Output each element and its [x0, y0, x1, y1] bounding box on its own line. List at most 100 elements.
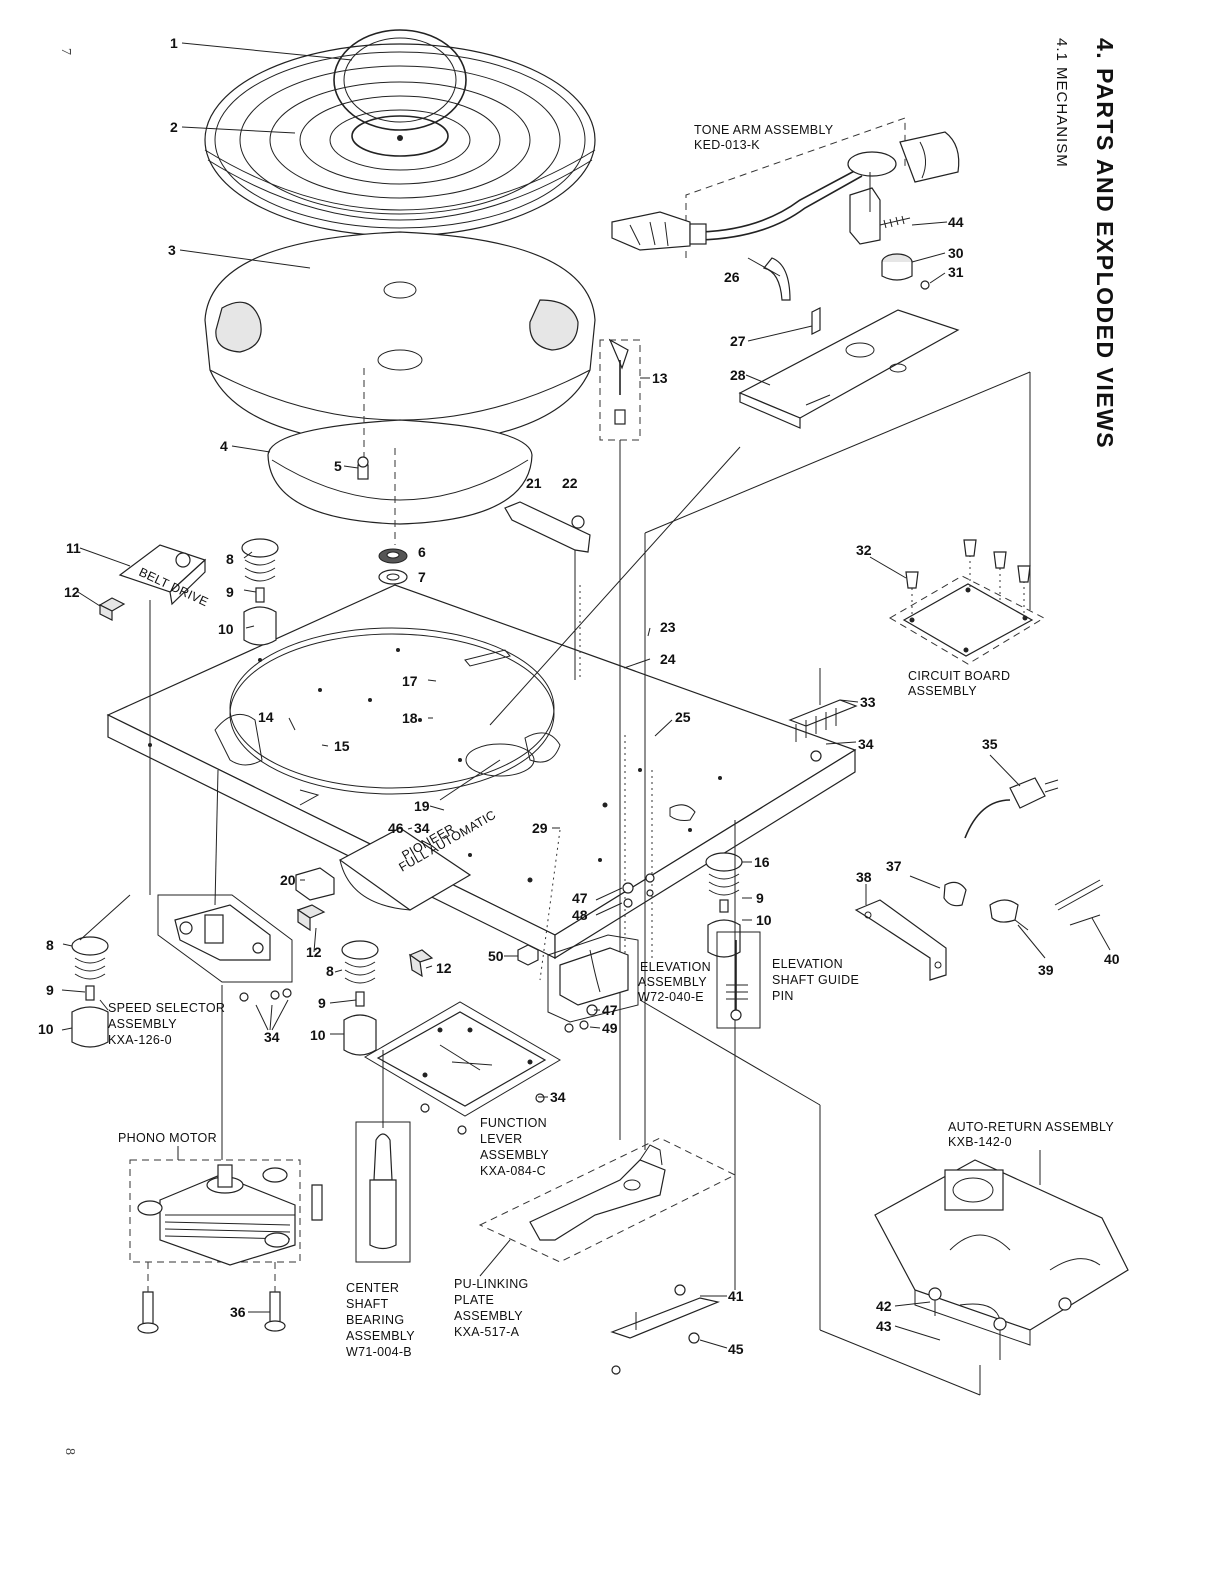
- isolator-foot-top: [241, 538, 279, 646]
- part-12-knob-c: [408, 949, 434, 978]
- label-elevation-shaft-guide-pin: ELEVATION SHAFT GUIDE PIN: [772, 957, 859, 1003]
- callout-13: 13: [652, 370, 668, 386]
- callout-44: 44: [948, 214, 964, 230]
- part-12-knob-b: [296, 904, 326, 932]
- callout-31: 31: [948, 264, 964, 280]
- platter-ring: [333, 29, 467, 131]
- part-28-control-panel: [738, 309, 960, 429]
- callout-48: 48: [572, 907, 588, 923]
- callout-19: 19: [414, 798, 430, 814]
- callout-47-lower: 47: [602, 1002, 618, 1018]
- part-40-wire: [1054, 879, 1104, 926]
- callout-numbers: 1 2 3 4 5 6 7 8 9 10 11 12 13 14 15 16 1…: [38, 35, 1120, 1357]
- label-pu-linking-plate-assembly: PU-LINKING PLATE ASSEMBLY KXA-517-A: [454, 1239, 529, 1339]
- part-47-48-screws: [622, 873, 655, 908]
- label-elevation-assembly: ELEVATION ASSEMBLY W72-040-E: [638, 960, 711, 1004]
- part-21-arm-lever: [504, 501, 591, 580]
- callout-16: 16: [754, 854, 770, 870]
- part-37-clip: [943, 881, 967, 907]
- callout-25: 25: [675, 709, 691, 725]
- circuit-board-assembly: [889, 539, 1046, 665]
- part-31-screw: [920, 280, 930, 290]
- section-title: 4. PARTS AND EXPLODED VIEWS: [1092, 38, 1118, 449]
- part-5-screw: [357, 456, 369, 480]
- isolator-foot-center: [341, 940, 379, 1056]
- callout-4: 4: [220, 438, 228, 454]
- callout-7: 7: [418, 569, 426, 585]
- callout-20: 20: [280, 872, 296, 888]
- speed-selector-assembly: [157, 894, 293, 1002]
- svg-text:PIN: PIN: [772, 989, 794, 1003]
- isolator-foot-right: [705, 852, 743, 958]
- svg-text:CENTER: CENTER: [346, 1281, 399, 1295]
- callout-15: 15: [334, 738, 350, 754]
- platter-mat: [204, 43, 596, 237]
- svg-text:KED-013-K: KED-013-K: [694, 138, 760, 152]
- callout-14: 14: [258, 709, 274, 725]
- callout-40: 40: [1104, 951, 1120, 967]
- elevation-shaft-guide-pin: [716, 931, 761, 1029]
- callout-17: 17: [402, 673, 418, 689]
- svg-text:SHAFT GUIDE: SHAFT GUIDE: [772, 973, 859, 987]
- svg-text:FUNCTION: FUNCTION: [480, 1116, 547, 1130]
- callout-10-left: 10: [38, 1021, 54, 1037]
- callout-8-top: 8: [226, 551, 234, 567]
- page-mark-bottom: 8: [62, 1448, 77, 1455]
- part-12-knob: [98, 597, 126, 621]
- callout-50: 50: [488, 948, 504, 964]
- callout-3: 3: [168, 242, 176, 258]
- elevation-assembly: [547, 934, 639, 1033]
- callout-6: 6: [418, 544, 426, 560]
- callout-46: 46: [388, 820, 404, 836]
- callout-12-top: 12: [64, 584, 80, 600]
- svg-text:PLATE: PLATE: [454, 1293, 494, 1307]
- callout-39: 39: [1038, 962, 1054, 978]
- svg-text:ELEVATION: ELEVATION: [640, 960, 711, 974]
- part-11-belt-drive-plate: BELT DRIVE: [118, 544, 210, 609]
- center-shaft-bearing-assembly: [355, 1050, 411, 1263]
- callout-37: 37: [886, 858, 902, 874]
- callout-10-right: 10: [310, 1027, 326, 1043]
- part-13-cueing-post: [599, 338, 641, 441]
- part-33-terminal-strip: [788, 668, 858, 762]
- part-20-bracket: [295, 867, 335, 901]
- callout-21: 21: [526, 475, 542, 491]
- callout-9-top: 9: [226, 584, 234, 600]
- part-7-washer: [378, 569, 408, 585]
- callout-38: 38: [856, 869, 872, 885]
- callout-34-lever: 34: [550, 1089, 566, 1105]
- svg-text:ASSEMBLY: ASSEMBLY: [108, 1017, 177, 1031]
- tone-arm-assembly: [611, 131, 960, 251]
- callout-27: 27: [730, 333, 746, 349]
- callout-8-left: 8: [46, 937, 54, 953]
- callout-34-right: 34: [858, 736, 874, 752]
- svg-text:ASSEMBLY: ASSEMBLY: [454, 1309, 523, 1323]
- svg-text:KXA-084-C: KXA-084-C: [480, 1164, 546, 1178]
- callout-43: 43: [876, 1318, 892, 1334]
- part-6-bearing: [378, 548, 408, 564]
- part-35-power-cord: [964, 777, 1059, 839]
- leader-lines: [61, 42, 1111, 1349]
- svg-text:SHAFT: SHAFT: [346, 1297, 389, 1311]
- callout-10-top: 10: [218, 621, 234, 637]
- label-speed-selector-assembly: SPEED SELECTOR ASSEMBLY KXA-126-0: [108, 1001, 225, 1047]
- svg-text:ELEVATION: ELEVATION: [772, 957, 843, 971]
- svg-text:CIRCUIT BOARD: CIRCUIT BOARD: [908, 669, 1010, 683]
- callout-18: 18: [402, 710, 418, 726]
- svg-text:ASSEMBLY: ASSEMBLY: [346, 1329, 415, 1343]
- auto-return-assembly: [874, 1159, 1129, 1360]
- label-auto-return-assembly: AUTO-RETURN ASSEMBLY KXB-142-0: [948, 1120, 1114, 1149]
- svg-text:PU-LINKING: PU-LINKING: [454, 1277, 529, 1291]
- callout-35: 35: [982, 736, 998, 752]
- svg-text:W72-040-E: W72-040-E: [638, 990, 704, 1004]
- callout-34-selector: 34: [264, 1029, 280, 1045]
- svg-text:KXA-126-0: KXA-126-0: [108, 1033, 172, 1047]
- label-center-shaft-bearing-assembly: CENTER SHAFT BEARING ASSEMBLY W71-004-B: [346, 1281, 415, 1359]
- part-26-lift-lever: [762, 257, 791, 301]
- phono-motor: [129, 1159, 323, 1334]
- callout-12-center: 12: [306, 944, 322, 960]
- callout-29: 29: [532, 820, 548, 836]
- callout-30: 30: [948, 245, 964, 261]
- svg-text:ASSEMBLY: ASSEMBLY: [638, 975, 707, 989]
